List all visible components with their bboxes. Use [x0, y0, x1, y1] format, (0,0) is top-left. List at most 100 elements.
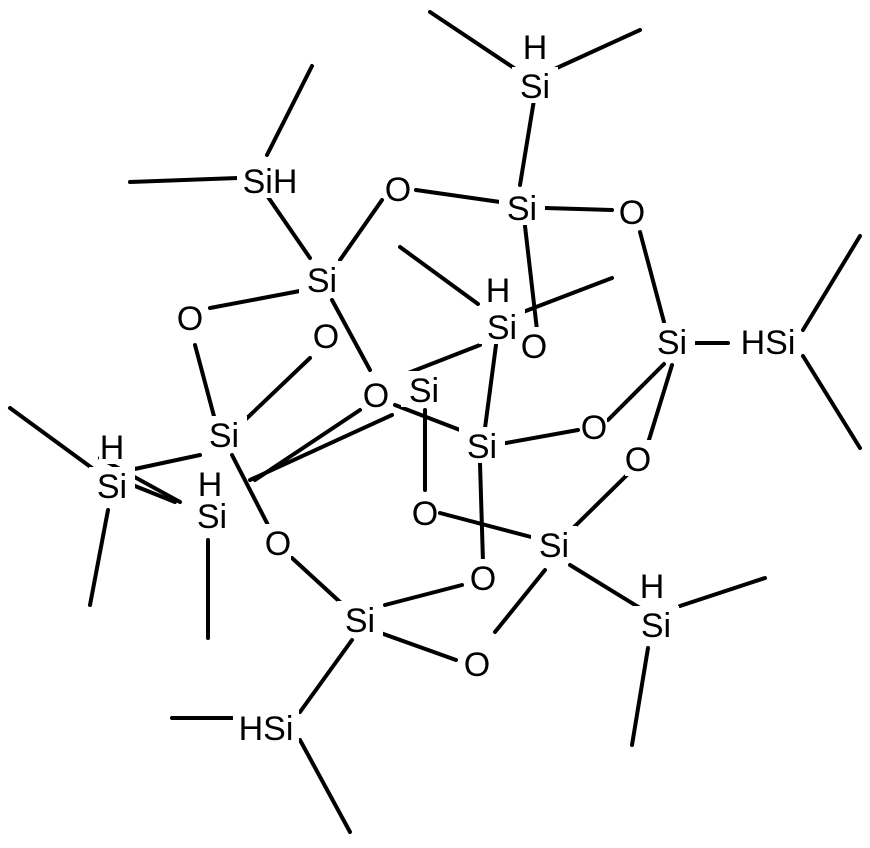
atom-label-background	[735, 323, 801, 359]
atom-label-background	[99, 428, 125, 464]
atom-label-background	[625, 440, 651, 476]
atom-label-si-b: Si	[307, 262, 337, 300]
atom-label-o3: O	[177, 300, 203, 338]
atom-label-background	[313, 317, 339, 353]
atom-label-background	[197, 465, 223, 501]
bond	[504, 428, 580, 445]
atom-label-hsi-bl: HSi	[239, 710, 294, 748]
atom-label-background	[522, 28, 548, 64]
bond	[230, 453, 270, 527]
bond	[401, 343, 482, 377]
atom-label-background	[459, 427, 505, 463]
atom-label-background	[619, 193, 645, 229]
bonds	[8, 10, 862, 834]
atom-label-si-br-h: H	[640, 568, 665, 606]
atom-label-background	[531, 526, 577, 562]
atom-label-si-d: Si	[409, 372, 439, 410]
atom-label-si-f: Si	[209, 417, 239, 455]
atom-label-si-c-h: H	[486, 272, 511, 310]
atom-label-background	[649, 323, 695, 359]
atom-label-background	[512, 67, 558, 103]
bond	[128, 453, 202, 472]
atom-label-background	[581, 408, 607, 444]
bond	[338, 198, 384, 262]
bond	[630, 646, 650, 747]
bond	[546, 28, 642, 74]
bond	[801, 234, 862, 332]
atom-label-background	[177, 299, 203, 335]
bond	[518, 98, 536, 187]
atom-label-background	[479, 308, 525, 344]
bond	[298, 638, 354, 714]
atom-label-si-g: Si	[197, 498, 227, 536]
atom-label-background	[499, 189, 545, 225]
atom-label-background	[639, 567, 665, 603]
atom-label-background	[521, 327, 547, 363]
bond	[8, 406, 94, 470]
atom-label-si-l: Si	[97, 468, 127, 506]
atom-label-background	[233, 709, 299, 745]
atom-label-si-ul: SiH	[243, 163, 298, 201]
atom-label-background	[201, 416, 247, 452]
atom-label-background	[401, 371, 447, 407]
atom-label-si-top-h: H	[523, 29, 548, 67]
bond	[638, 230, 666, 324]
atom-label-o1: O	[385, 171, 411, 209]
atom-label-o8: O	[625, 441, 651, 479]
atom-label-o4: O	[313, 318, 339, 356]
bond	[428, 10, 522, 74]
atom-label-background	[412, 494, 438, 530]
bond	[208, 288, 307, 310]
atom-label-background	[337, 601, 383, 637]
bond	[248, 413, 394, 482]
bond	[383, 583, 464, 607]
bond	[568, 563, 642, 610]
atom-label-o13: O	[464, 646, 490, 684]
atom-label-o10: O	[412, 495, 438, 533]
atom-label-o7: O	[581, 409, 607, 447]
atom-label-background	[464, 645, 490, 681]
bond	[566, 472, 630, 535]
atom-label-si-c: Si	[487, 309, 517, 347]
bond	[265, 64, 314, 157]
bond	[393, 403, 462, 432]
bond	[646, 363, 674, 445]
atom-label-si-r: Si	[657, 324, 687, 362]
atom-label-si-e: Si	[467, 428, 497, 466]
bond	[330, 298, 372, 372]
atom-label-background	[385, 170, 411, 206]
bond	[266, 195, 312, 260]
atom-label-o5: O	[521, 328, 547, 366]
bond	[438, 511, 537, 540]
atom-label-si-l-h: H	[100, 429, 125, 467]
atom-label-si-h: Si	[539, 527, 569, 565]
atom-label-background	[363, 376, 389, 412]
atom-label-background	[89, 467, 135, 503]
bond	[483, 343, 498, 430]
atom-label-background	[299, 261, 345, 297]
atom-label-background	[265, 524, 291, 560]
atom-label-o2: O	[619, 194, 645, 232]
bond	[376, 630, 458, 662]
atom-label-background	[633, 606, 679, 642]
atom-label-background	[485, 271, 511, 307]
atom-label-background	[189, 497, 235, 533]
bond	[290, 556, 342, 604]
atom-label-hsi-r: HSi	[741, 324, 796, 362]
bond	[493, 568, 547, 634]
bond	[193, 343, 217, 422]
bond	[678, 576, 767, 608]
bond	[398, 245, 480, 306]
atom-label-background	[470, 559, 496, 595]
atom-label-si-br: Si	[641, 607, 671, 645]
atom-label-si-a: Si	[507, 190, 537, 228]
bond	[414, 188, 502, 204]
bond	[543, 206, 614, 212]
atom-label-o6: O	[363, 377, 389, 415]
atom-label-o11: O	[265, 525, 291, 563]
bond	[801, 354, 862, 450]
bond	[606, 362, 666, 422]
atom-label-si-i: Si	[345, 602, 375, 640]
